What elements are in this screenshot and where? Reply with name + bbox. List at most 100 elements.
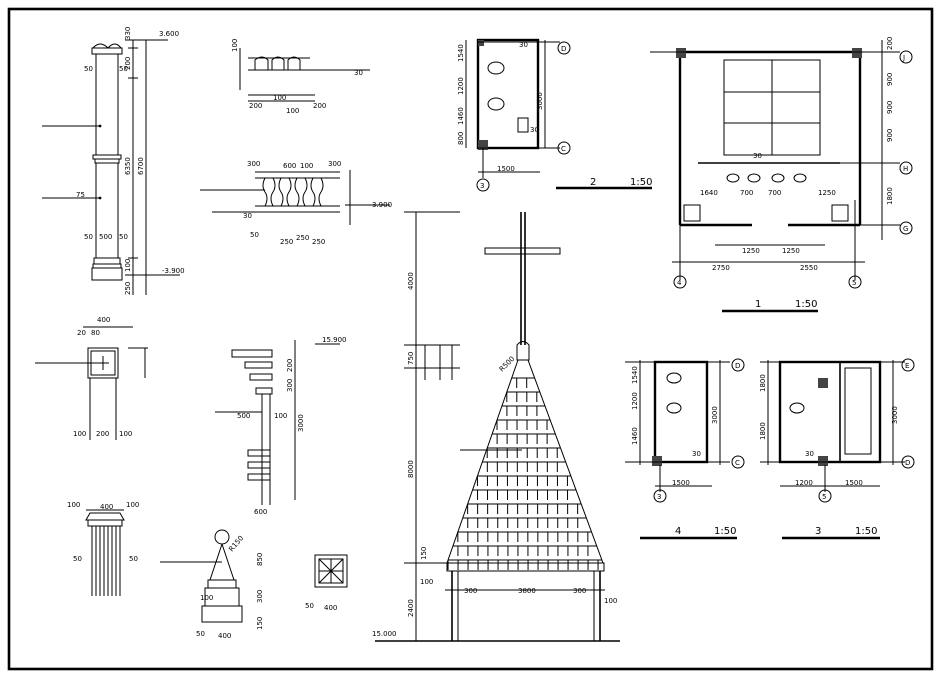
column-dim-75: 75 [76, 191, 85, 199]
column-dim-50d: 50 [119, 233, 128, 241]
pier-dim-200: 200 [96, 430, 109, 438]
column-elevation: 3.600 330 200 6350 6700 100 250 -3.900 5… [42, 27, 185, 295]
plan1-grid-g: G [903, 225, 908, 233]
vent-dim-400: 400 [324, 604, 337, 612]
plan1-dim-700a: 700 [740, 189, 753, 197]
spire-dim-100a: 100 [420, 578, 433, 586]
toilet-plan-1: J H G 4 5 2750 2550 1250 1250 1640 700 7… [650, 37, 913, 313]
column-dim-250: 250 [124, 282, 132, 295]
plan2-dim-1460: 1460 [457, 107, 465, 125]
plan2-dim-3000: 3000 [536, 92, 544, 110]
plan2-dim-1500: 1500 [497, 165, 515, 173]
plan2-dim-30b: 30 [530, 126, 539, 134]
spire-dim-750: 750 [407, 352, 415, 365]
plan1-grid-h: H [903, 165, 908, 173]
plan4-dim-3000: 3000 [711, 406, 719, 424]
spire-dim-8000: 8000 [407, 460, 415, 478]
base-dim-50b: 50 [129, 555, 138, 563]
plan1-dim-1800: 1800 [886, 187, 894, 205]
stepped-dim-600: 600 [254, 508, 267, 516]
plan1-dim-200: 200 [886, 37, 894, 50]
plan1-dim-700b: 700 [768, 189, 781, 197]
spire-dim-150: 150 [420, 547, 428, 560]
plan2-grid-3: 3 [480, 182, 484, 190]
plan4-dim-1200: 1200 [631, 392, 639, 410]
plan4-grid-c: C [735, 459, 740, 467]
plan1-dim-2750: 2750 [712, 264, 730, 272]
column-bottom-elev: -3.900 [162, 267, 185, 275]
orb-dim-850: 850 [256, 553, 264, 566]
plan1-dim-1640: 1640 [700, 189, 718, 197]
orb-radius: R150 [227, 534, 245, 553]
plan4-dim-1460: 1460 [631, 427, 639, 445]
cornice-dim-100c: 100 [286, 107, 299, 115]
plan2-grid-c: C [561, 145, 566, 153]
plan4-label-scale: 1:50 [714, 526, 736, 537]
orb-dim-50: 50 [196, 630, 205, 638]
cornice-dim-100: 100 [231, 39, 239, 52]
column-dim-200: 200 [124, 57, 132, 70]
column-dim-500: 500 [99, 233, 112, 241]
plan2-label-scale: 1:50 [630, 177, 652, 188]
balustrade-dim-300b: 300 [328, 160, 341, 168]
base-dim-50a: 50 [73, 555, 82, 563]
plan1-grid-4: 4 [677, 279, 682, 287]
plan1-grid-j: J [902, 54, 905, 62]
balustrade-detail: 300 600 100 300 30 3.900 50 250 250 250 [200, 160, 392, 246]
pier-plan: 400 20 80 100 200 100 [35, 316, 148, 440]
plan3-dim-30: 30 [805, 450, 814, 458]
stepped-dim-200: 200 [286, 359, 294, 372]
base-dim-100b: 100 [126, 501, 139, 509]
vent-grille: 50 400 [305, 554, 348, 612]
plan2-label-num: 2 [590, 177, 596, 188]
plan3-label-scale: 1:50 [855, 526, 877, 537]
cornice-dim-200a: 200 [249, 102, 262, 110]
column-dim-330: 330 [124, 27, 132, 40]
plan3-dim-3000: 3000 [891, 406, 899, 424]
balustrade-dim-30: 30 [243, 212, 252, 220]
plan4-dim-1500: 1500 [672, 479, 690, 487]
plan3-grid-5: 5 [822, 493, 826, 501]
orb-dim-100: 100 [200, 594, 213, 602]
orb-dim-150: 150 [256, 617, 264, 630]
pier-dim-80: 80 [91, 329, 100, 337]
plan1-dim-900c: 900 [886, 129, 894, 142]
plan1-dim-900b: 900 [886, 101, 894, 114]
plan3-label-num: 3 [815, 526, 821, 537]
balustrade-dim-300a: 300 [247, 160, 260, 168]
cornice-detail: 100 30 200 100 100 200 [231, 39, 370, 115]
plan3-grid-e: E [905, 362, 909, 370]
pier-dim-100a: 100 [73, 430, 86, 438]
plan2-dim-1540: 1540 [457, 44, 465, 62]
balustrade-dim-250c: 250 [312, 238, 325, 246]
spire-dim-2400: 2400 [407, 599, 415, 617]
toilet-plan-3: E D 5 1800 1800 3000 1200 1500 30 3 1:50 [759, 358, 915, 540]
base-dim-100a: 100 [67, 501, 80, 509]
plan1-dim-900a: 900 [886, 73, 894, 86]
cornice-dim-200b: 200 [313, 102, 326, 110]
stepped-dim-3000: 3000 [297, 414, 305, 432]
plan3-dim-1200: 1200 [795, 479, 813, 487]
pier-dim-100b: 100 [119, 430, 132, 438]
pier-dim-20: 20 [77, 329, 86, 337]
plan4-label-num: 4 [675, 526, 681, 537]
plan1-dim-1250a: 1250 [742, 247, 760, 255]
toilet-plan-2: D C 3 1540 1200 1460 800 3000 1500 30 30… [457, 38, 652, 192]
base-dim-400: 400 [100, 503, 113, 511]
stepped-dim-100: 100 [274, 412, 287, 420]
stepped-elev: 15.900 [322, 336, 347, 344]
balustrade-dim-250b: 250 [296, 234, 309, 242]
spire-elev: 15.000 [372, 630, 397, 638]
plan3-dim-1800b: 1800 [759, 422, 767, 440]
cornice-dim-30: 30 [354, 69, 363, 77]
plan2-grid-d: D [561, 45, 566, 53]
plan1-dim-2550: 2550 [800, 264, 818, 272]
plan4-dim-1540: 1540 [631, 366, 639, 384]
stepped-cornice: 15.900 200 300 500 100 3000 600 [215, 336, 347, 516]
column-dim-6350: 6350 [124, 157, 132, 175]
spire-dim-4000: 4000 [407, 272, 415, 290]
plan2-dim-1200: 1200 [457, 77, 465, 95]
plan1-dim-1250c: 1250 [818, 189, 836, 197]
column-dim-100: 100 [124, 259, 132, 272]
